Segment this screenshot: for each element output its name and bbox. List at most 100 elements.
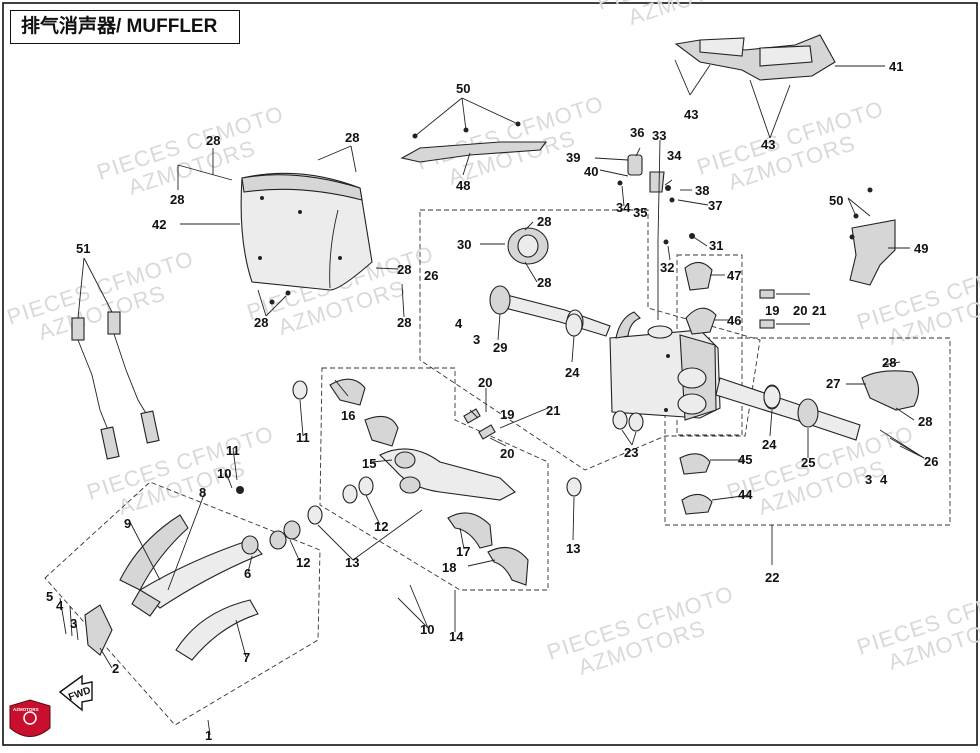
callout-27: 27 bbox=[826, 376, 840, 391]
callout-23: 23 bbox=[624, 445, 638, 460]
callout-45: 45 bbox=[738, 452, 752, 467]
callout-48: 48 bbox=[456, 178, 470, 193]
callout-31: 31 bbox=[709, 238, 723, 253]
callout-6: 6 bbox=[244, 566, 251, 581]
callout-4: 4 bbox=[455, 316, 463, 331]
callout-34: 34 bbox=[616, 200, 631, 215]
callout-19: 19 bbox=[765, 303, 779, 318]
watermark: PIECES CFMOTO AZMOTORS bbox=[694, 96, 887, 195]
callout-24: 24 bbox=[762, 437, 777, 452]
callout-46: 46 bbox=[727, 313, 741, 328]
group-22-outline bbox=[664, 337, 951, 526]
callout-11: 11 bbox=[226, 443, 240, 458]
callout-25: 25 bbox=[801, 455, 815, 470]
heat-shield-42[interactable] bbox=[240, 172, 373, 305]
clamp-30[interactable] bbox=[507, 227, 549, 265]
callout-26: 26 bbox=[924, 454, 938, 469]
muffler-body-22[interactable] bbox=[609, 311, 721, 421]
logo-text: AZMOTORS bbox=[13, 707, 39, 712]
callout-1: 1 bbox=[205, 728, 212, 743]
callout-42: 42 bbox=[152, 217, 166, 232]
callout-28: 28 bbox=[254, 315, 268, 330]
o2-sensors-51[interactable] bbox=[71, 311, 160, 460]
callout-13: 13 bbox=[566, 541, 580, 556]
callout-21: 21 bbox=[812, 303, 826, 318]
pipes-44-47[interactable] bbox=[679, 261, 717, 515]
callout-47: 47 bbox=[727, 268, 741, 283]
callout-7: 7 bbox=[243, 650, 250, 665]
watermark: PIECES CFMOTO AZMOTORS bbox=[594, 0, 787, 30]
callout-21: 21 bbox=[546, 403, 560, 418]
callout-24: 24 bbox=[565, 365, 580, 380]
svg-text:AZMOTORS: AZMOTORS bbox=[625, 0, 759, 30]
callout-28: 28 bbox=[537, 214, 551, 229]
pipe-29[interactable] bbox=[489, 285, 611, 337]
callout-14: 14 bbox=[449, 629, 464, 644]
hardware-31-40[interactable] bbox=[594, 154, 695, 245]
group-left-outline bbox=[419, 209, 761, 471]
callout-28: 28 bbox=[882, 355, 896, 370]
callout-37: 37 bbox=[708, 198, 722, 213]
callout-2: 2 bbox=[112, 661, 119, 676]
callout-4: 4 bbox=[56, 598, 64, 613]
callout-43: 43 bbox=[684, 107, 698, 122]
callout-20: 20 bbox=[793, 303, 807, 318]
pipes-17-18[interactable] bbox=[447, 512, 529, 586]
callout-9: 9 bbox=[124, 516, 131, 531]
callout-28: 28 bbox=[537, 275, 551, 290]
callout-10: 10 bbox=[420, 622, 434, 637]
clamp-27[interactable] bbox=[861, 370, 920, 411]
callout-28: 28 bbox=[397, 315, 411, 330]
fwd-arrow-icon: FWD bbox=[58, 674, 93, 712]
gaskets[interactable] bbox=[292, 313, 781, 525]
callout-36: 36 bbox=[630, 125, 644, 140]
callout-28: 28 bbox=[345, 130, 359, 145]
callout-3: 3 bbox=[70, 616, 77, 631]
callout-18: 18 bbox=[442, 560, 456, 575]
page-title: 排气消声器/ MUFFLER bbox=[10, 10, 240, 44]
callout-16: 16 bbox=[341, 408, 355, 423]
callout-28: 28 bbox=[206, 133, 220, 148]
callout-29: 29 bbox=[493, 340, 507, 355]
leader-lines bbox=[59, 59, 925, 736]
callout-labels: 50 48 28 28 28 42 28 28 28 41 43 43 50 4… bbox=[46, 59, 938, 743]
callout-39: 39 bbox=[566, 150, 580, 165]
callout-33: 33 bbox=[652, 128, 666, 143]
callout-20: 20 bbox=[500, 446, 514, 461]
callout-8: 8 bbox=[199, 485, 206, 500]
watermark: PIECES CFMOTO AZMOTORS bbox=[544, 581, 737, 680]
callout-32: 32 bbox=[660, 260, 674, 275]
callout-41: 41 bbox=[889, 59, 903, 74]
callout-15: 15 bbox=[362, 456, 376, 471]
callout-43: 43 bbox=[761, 137, 775, 152]
azmotors-logo: AZMOTORS bbox=[9, 699, 51, 737]
callout-5: 5 bbox=[46, 589, 53, 604]
watermark: PIECES CFMOTO AZMOTORS bbox=[4, 246, 197, 345]
callout-49: 49 bbox=[914, 241, 928, 256]
callout-19: 19 bbox=[500, 407, 514, 422]
callout-3: 3 bbox=[473, 332, 480, 347]
side-bracket-49[interactable] bbox=[849, 187, 896, 286]
header-pipe-15[interactable] bbox=[329, 378, 516, 501]
callout-12: 12 bbox=[374, 519, 388, 534]
callout-11: 11 bbox=[296, 430, 310, 445]
top-shield-41[interactable] bbox=[674, 34, 836, 81]
callout-3: 3 bbox=[865, 472, 872, 487]
exhaust-headers-1[interactable] bbox=[84, 486, 301, 661]
group-1-outline bbox=[44, 481, 321, 726]
callout-22: 22 bbox=[765, 570, 779, 585]
watermark: PIECES CFMOTO AZMOTORS bbox=[854, 576, 980, 675]
callout-13: 13 bbox=[345, 555, 359, 570]
callout-20: 20 bbox=[478, 375, 492, 390]
callout-10: 10 bbox=[217, 466, 231, 481]
callout-44: 44 bbox=[738, 487, 753, 502]
callout-38: 38 bbox=[695, 183, 709, 198]
callout-17: 17 bbox=[456, 544, 470, 559]
bolts-19-21[interactable] bbox=[463, 289, 810, 440]
watermark: PIECES CFMOTO AZMOTORS bbox=[724, 421, 917, 520]
callout-28: 28 bbox=[397, 262, 411, 277]
callout-50: 50 bbox=[456, 81, 470, 96]
